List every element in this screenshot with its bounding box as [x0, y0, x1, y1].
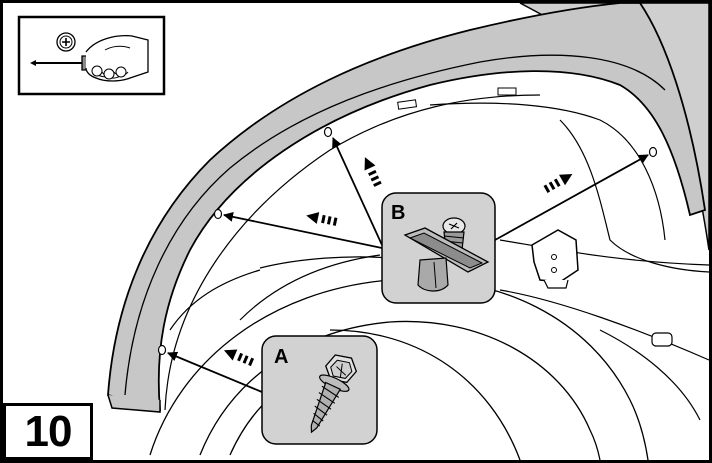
- fender-flare-edge: [124, 54, 666, 396]
- hex-screw-icon: [310, 354, 358, 434]
- direction-arrow-icon: [306, 212, 338, 226]
- direction-arrow-icon: [364, 157, 382, 187]
- leader-b-right: [494, 154, 649, 241]
- step-number-box: 10: [3, 403, 93, 460]
- body-plug: [651, 332, 673, 347]
- step-number: 10: [24, 406, 73, 456]
- hole-2: [213, 208, 223, 220]
- tool-box: [17, 15, 166, 96]
- wheel-arch-liner: [164, 94, 710, 421]
- fender-flare: [107, 2, 707, 412]
- direction-arrows: [223, 157, 573, 367]
- flare-slot: [397, 99, 418, 110]
- callout-a-label: A: [274, 346, 288, 368]
- fender-flare-tab: [107, 394, 161, 413]
- mounting-bracket: [531, 229, 579, 289]
- callout-b-label: B: [391, 202, 405, 224]
- leader-b-left: [223, 211, 383, 249]
- phillips-screwdriver-icon: [30, 32, 149, 82]
- hole-3: [157, 344, 167, 356]
- callout-a: A: [261, 335, 378, 445]
- leader-lines-b: [223, 137, 649, 249]
- fastener-holes: [157, 126, 658, 356]
- direction-arrow-icon: [543, 174, 573, 193]
- hole-4: [648, 146, 658, 158]
- callout-b: B: [381, 192, 496, 304]
- clip-screw-icon: [403, 217, 490, 292]
- hole-1: [323, 126, 333, 138]
- flare-slot: [497, 87, 517, 96]
- leader-a: [167, 351, 263, 393]
- leader-b-top: [332, 137, 383, 246]
- direction-arrow-icon: [223, 349, 255, 367]
